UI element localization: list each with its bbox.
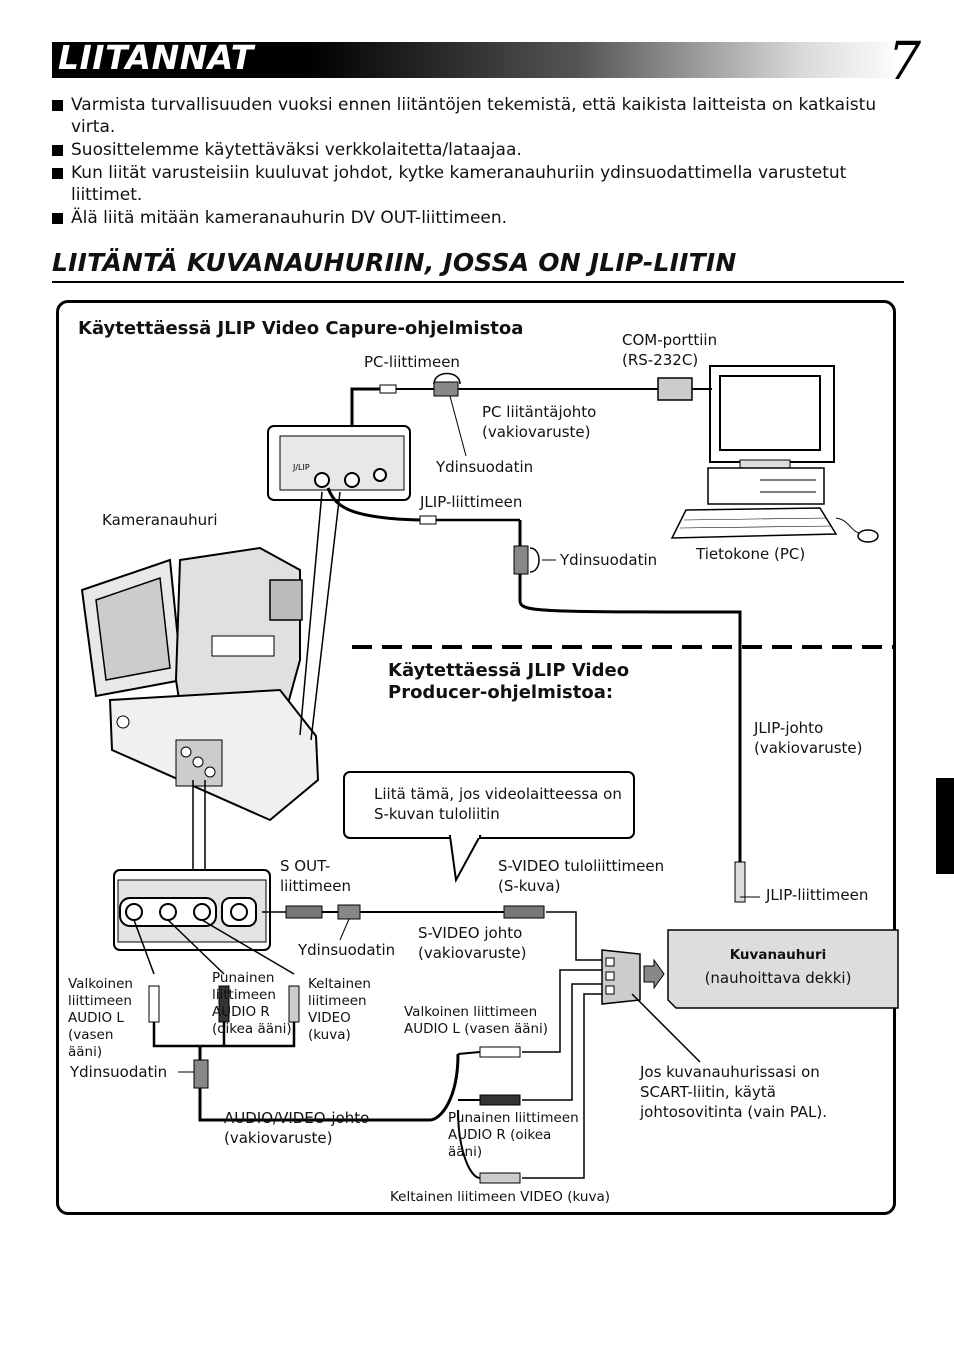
core-filter-jlip-label: Ydinsuodatin: [560, 551, 658, 569]
bullet-item: Kun liität varusteisiin kuuluvat johdot,…: [52, 162, 912, 206]
producer-heading: Käytettäessä JLIP Video Producer-ohjelmi…: [388, 660, 630, 703]
bullet-list: Varmista turvallisuuden vuoksi ennen lii…: [52, 94, 912, 230]
computer-monitor-icon: [707, 365, 835, 505]
jlip-cable-label: JLIP-johto (vakiovaruste): [754, 719, 863, 757]
jlip-panel-label: J/LIP: [292, 463, 310, 472]
jlip-jack-right-label: JLIP-liittimeen: [766, 886, 869, 904]
core-filter-av-label: Ydinsuodatin: [70, 1063, 168, 1081]
bullet-item: Varmista turvallisuuden vuoksi ennen lii…: [52, 94, 912, 138]
com-port-label: COM-porttiin (RS-232C): [622, 331, 718, 369]
s-out-label: S OUT-liittimeen: [280, 857, 352, 895]
white-plug-label: Valkoinen liittimeen AUDIO L (vasen ääni…: [68, 976, 133, 1060]
s-video-cable: [262, 904, 602, 961]
red-plug-label: Punainen liittimeen AUDIO R (oikea ääni): [212, 970, 292, 1037]
camcorder-icon: [80, 546, 320, 822]
section-heading: LIITÄNTÄ KUVANAUHURIIN, JOSSA ON JLIP-LI…: [52, 248, 737, 277]
computer-label: Tietokone (PC): [696, 545, 806, 563]
av-plugs-left: [133, 919, 460, 1122]
vcr-box-icon: [667, 929, 899, 1009]
core-filter-top-label: Ydinsuodatin: [436, 458, 534, 476]
scart-note: Jos kuvanauhurissasi on SCART-liitin, kä…: [640, 1063, 828, 1121]
keyboard-icon: [670, 507, 838, 539]
callout-text: Liitä tämä, jos videolaitteessa on S-kuv…: [374, 785, 622, 823]
core-filter-svideo-label: Ydinsuodatin: [298, 941, 396, 959]
callout-bubble: [343, 771, 635, 884]
capture-heading: Käytettäessä JLIP Video Capure-ohjelmist…: [78, 318, 524, 339]
title-bar: [52, 42, 902, 78]
av-jack-panel-icon: [113, 869, 271, 951]
diagram-frame: [56, 300, 896, 1215]
yellow-plug-label: Keltainen liitimeen VIDEO (kuva): [308, 976, 371, 1043]
pc-cable: [346, 372, 712, 478]
bullet-item: Älä liitä mitään kameranauhurin DV OUT-l…: [52, 207, 912, 229]
vcr-title: Kuvanauhuri: [729, 947, 827, 963]
pc-jack-label: PC-liittimeen: [364, 353, 460, 371]
red-right-label: Punainen liittimeen AUDIO R (oikea ääni): [448, 1110, 579, 1160]
mouse-icon: [857, 529, 879, 543]
jlip-jack-top-label: JLIP-liittimeen: [420, 493, 523, 511]
yellow-right-label: Keltainen liitimeen VIDEO (kuva): [390, 1189, 610, 1205]
mouse-cable: [835, 517, 863, 535]
s-video-in-label: S-VIDEO tuloliittimeen (S-kuva): [498, 857, 665, 895]
s-video-cable-label: S-VIDEO johto (vakiovaruste): [418, 924, 527, 962]
white-right-label: Valkoinen liittimeen AUDIO L (vasen ääni…: [404, 1004, 549, 1037]
page-number: 7: [888, 32, 922, 92]
page-title: LIITÄNNÄT: [58, 38, 254, 77]
vcr-subtitle: (nauhoittava dekki): [704, 969, 852, 987]
jlip-panel-icon: [267, 425, 411, 501]
section-rule: [52, 281, 904, 283]
av-plugs-right: [457, 969, 602, 1184]
bullet-item: Suosittelemme käytettäväksi verkkolaitet…: [52, 139, 912, 161]
side-tab-marker: [936, 778, 954, 874]
scart-adapter-icon: [601, 949, 665, 1005]
camcorder-label: Kameranauhuri: [102, 511, 218, 529]
pc-cable-label: PC liitäntäjohto (vakiovaruste): [482, 403, 597, 441]
jlip-cable: [326, 487, 746, 903]
av-cable-label: AUDIO/VIDEO-johto (vakiovaruste): [224, 1109, 370, 1147]
